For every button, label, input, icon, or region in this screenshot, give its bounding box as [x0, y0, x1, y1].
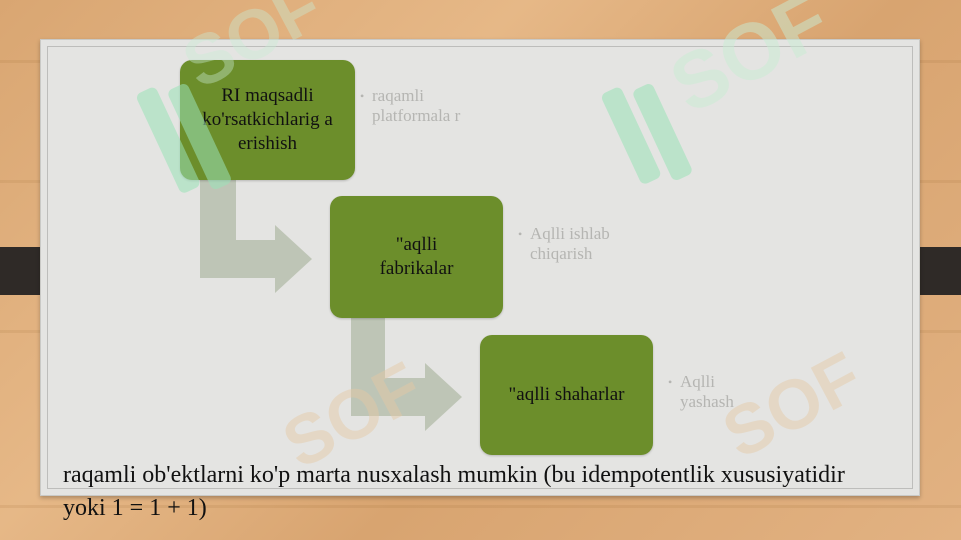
box-ri-targets: RI maqsadli ko'rsatkichlarig a erishish [180, 60, 355, 180]
caption-text: raqamli ob'ektlarni ko'p marta nusxalash… [63, 462, 845, 521]
arrow-2 [351, 318, 462, 431]
arrow-1 [200, 180, 312, 293]
bullet-dot-icon: • [360, 89, 365, 103]
bullet-dot-icon: • [668, 375, 673, 389]
bullet-smart-manufacturing: • Aqlli ishlab chiqarish [518, 224, 610, 263]
box-smart-factories-label: "aqlli fabrikalar [379, 234, 454, 279]
bullet-digital-platforms: • raqamli platformala r [360, 86, 461, 125]
box-smart-cities: "aqlli shaharlar [480, 335, 653, 455]
bullet-smart-living: • Aqlli yashash [668, 372, 734, 411]
box-ri-targets-label: RI maqsadli ko'rsatkichlarig a erishish [202, 85, 333, 154]
slide-border [47, 46, 913, 489]
box-smart-cities-label: "aqlli shaharlar [508, 384, 625, 405]
box-smart-factories: "aqlli fabrikalar [330, 196, 503, 318]
bullet-dot-icon: • [518, 227, 523, 241]
